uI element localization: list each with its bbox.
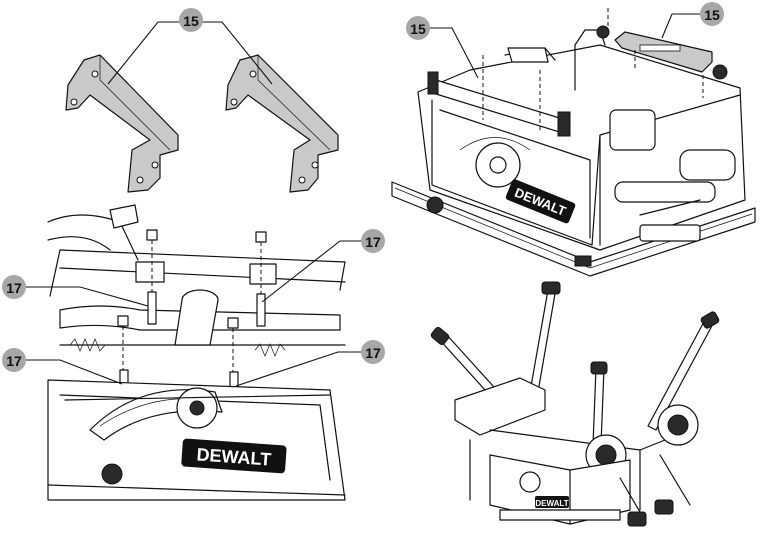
callout-17-upper-left: 17 [2,275,26,299]
callout-15-saw-left: 15 [406,16,430,40]
callout-15-brackets: 15 [179,8,203,32]
brand-logo-stand: DEWALT [535,499,568,508]
panel-mount-closeup: DEWALT 17 17 17 17 [2,205,385,500]
bracket-right [226,55,338,192]
panel-saw-top: DEWALT 15 15 [392,2,755,276]
callout-label: 15 [410,21,426,37]
callout-15-saw-right: 15 [700,2,724,26]
callout-label: 17 [365,345,381,361]
panel-saw-on-stand: DEWALT [430,282,720,526]
callout-label: 17 [6,353,22,369]
panel-brackets: 15 [66,8,338,192]
callout-17-lower-left: 17 [2,348,26,372]
callout-17-lower-right: 17 [361,340,385,364]
callout-label: 17 [6,280,22,296]
callout-label: 15 [704,7,720,23]
bracket-left [66,55,178,192]
callout-label: 15 [183,13,199,29]
callout-17-upper-right: 17 [361,229,385,253]
callout-label: 17 [365,234,381,250]
